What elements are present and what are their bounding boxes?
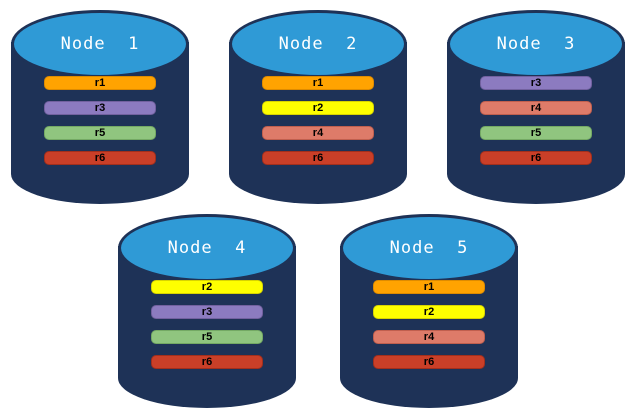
replica-label: r1 [94,76,106,89]
replica-bar-r5: r5 [44,126,156,140]
replica-label: r3 [94,101,106,114]
replica-bar-r6: r6 [44,151,156,165]
replica-bar-r1: r1 [44,76,156,90]
replica-bar-r1: r1 [373,280,485,294]
node-label: Node 2 [278,34,358,54]
replica-bar-r4: r4 [480,101,592,115]
replica-label: r5 [94,126,106,139]
replica-bar-r6: r6 [373,355,485,369]
replica-label: r6 [530,151,542,164]
replica-bar-r5: r5 [151,330,263,344]
replica-bar-r2: r2 [373,305,485,319]
replica-label: r2 [201,280,213,293]
node-label: Node 3 [496,34,576,54]
replica-label: r4 [312,126,324,139]
node-cylinder: Node 3 r3 r4 r5 r6 [447,8,625,204]
replica-bar-r6: r6 [262,151,374,165]
replica-label: r4 [530,101,542,114]
replica-label: r2 [423,305,435,318]
replica-label: r6 [312,151,324,164]
cylinder-top: Node 4 [118,214,296,282]
node-label: Node 1 [60,34,140,54]
replica-label: r6 [94,151,106,164]
node-cylinder: Node 5 r1 r2 r4 r6 [340,212,518,408]
cylinder-top: Node 1 [11,10,189,78]
cylinder-top: Node 5 [340,214,518,282]
replica-bar-list: r1 r2 r4 r6 [340,280,518,369]
replica-bar-r4: r4 [262,126,374,140]
replica-bar-r1: r1 [262,76,374,90]
replica-label: r2 [312,101,324,114]
replica-bar-r2: r2 [151,280,263,294]
replica-label: r3 [201,305,213,318]
replica-label: r6 [423,355,435,368]
replica-bar-r3: r3 [151,305,263,319]
replica-label: r1 [312,76,324,89]
replica-label: r5 [530,126,542,139]
node-row-top: Node 1 r1 r3 r5 r6 Node 2 r1 r2 r4 r6 Node 3 r3 r4 r5… [11,8,625,204]
replica-bar-r4: r4 [373,330,485,344]
replica-bar-list: r1 r3 r5 r6 [11,76,189,165]
replica-bar-list: r1 r2 r4 r6 [229,76,407,165]
replica-label: r6 [201,355,213,368]
replica-bar-r6: r6 [480,151,592,165]
replica-bar-r5: r5 [480,126,592,140]
node-row-bottom: Node 4 r2 r3 r5 r6 Node 5 r1 r2 r4 r6 [0,212,636,408]
replica-bar-r3: r3 [480,76,592,90]
node-label: Node 4 [167,238,247,258]
node-label: Node 5 [389,238,469,258]
cylinder-top: Node 2 [229,10,407,78]
replica-bar-r6: r6 [151,355,263,369]
node-cylinder: Node 2 r1 r2 r4 r6 [229,8,407,204]
replica-bar-r2: r2 [262,101,374,115]
replica-label: r3 [530,76,542,89]
replica-bar-r3: r3 [44,101,156,115]
replica-bar-list: r2 r3 r5 r6 [118,280,296,369]
replica-bar-list: r3 r4 r5 r6 [447,76,625,165]
replica-label: r1 [423,280,435,293]
cylinder-top: Node 3 [447,10,625,78]
node-cylinder: Node 1 r1 r3 r5 r6 [11,8,189,204]
replica-label: r4 [423,330,435,343]
node-cylinder: Node 4 r2 r3 r5 r6 [118,212,296,408]
replica-label: r5 [201,330,213,343]
